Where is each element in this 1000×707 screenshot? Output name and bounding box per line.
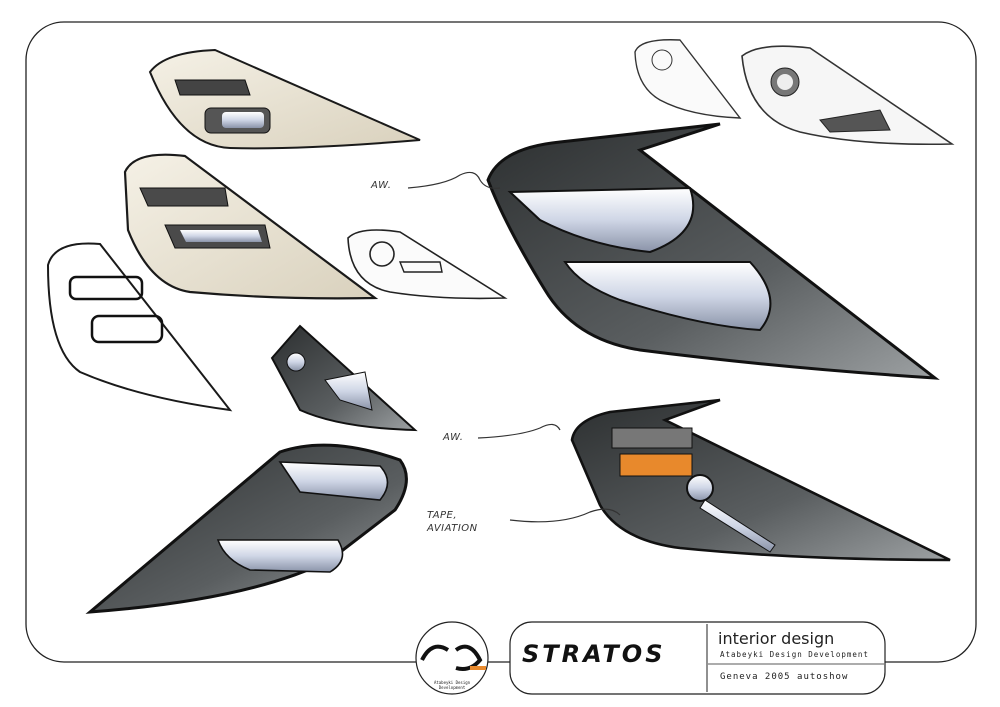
- vent-sketch-top-right-outline: [634, 39, 955, 146]
- vent-sketch-small-clock: [347, 229, 508, 300]
- vent-sketch-left-outline: [46, 242, 233, 412]
- vent-sketch-bottom-left-dark: [85, 443, 408, 614]
- vent-sketch-top-left: [148, 48, 421, 150]
- ad-logo-mark: [420, 644, 483, 671]
- vent-sketch-small-dark: [270, 324, 418, 432]
- vent-sketch-bottom-right-aviation: [570, 398, 951, 562]
- heading-interior-design: interior design: [718, 629, 835, 648]
- logo-circle: [415, 621, 489, 695]
- title-block-frame: [509, 621, 886, 695]
- brand-wordmark: STRATOS: [522, 640, 666, 668]
- annotation-aw-upper: AW.: [371, 180, 392, 191]
- event-label: Geneva 2005 autoshow: [720, 672, 849, 682]
- annotation-tape-line2: AVIATION: [427, 523, 478, 534]
- orange-accent-panel: [619, 453, 693, 477]
- annotation-tape-line1: TAPE,: [427, 510, 458, 521]
- leader-line-upper: [407, 171, 501, 189]
- vent-sketch-mid-left: [123, 153, 379, 300]
- leader-line-lower: [477, 423, 561, 439]
- leader-line-tape: [509, 508, 621, 523]
- logo-caption: Atabeyki Design Development: [433, 680, 471, 690]
- annotation-aw-lower: AW.: [443, 432, 464, 443]
- vent-sketch-large-dark: [486, 122, 940, 380]
- sheet-border: [25, 21, 977, 663]
- subheading-company: Atabeyki Design Development: [720, 650, 869, 659]
